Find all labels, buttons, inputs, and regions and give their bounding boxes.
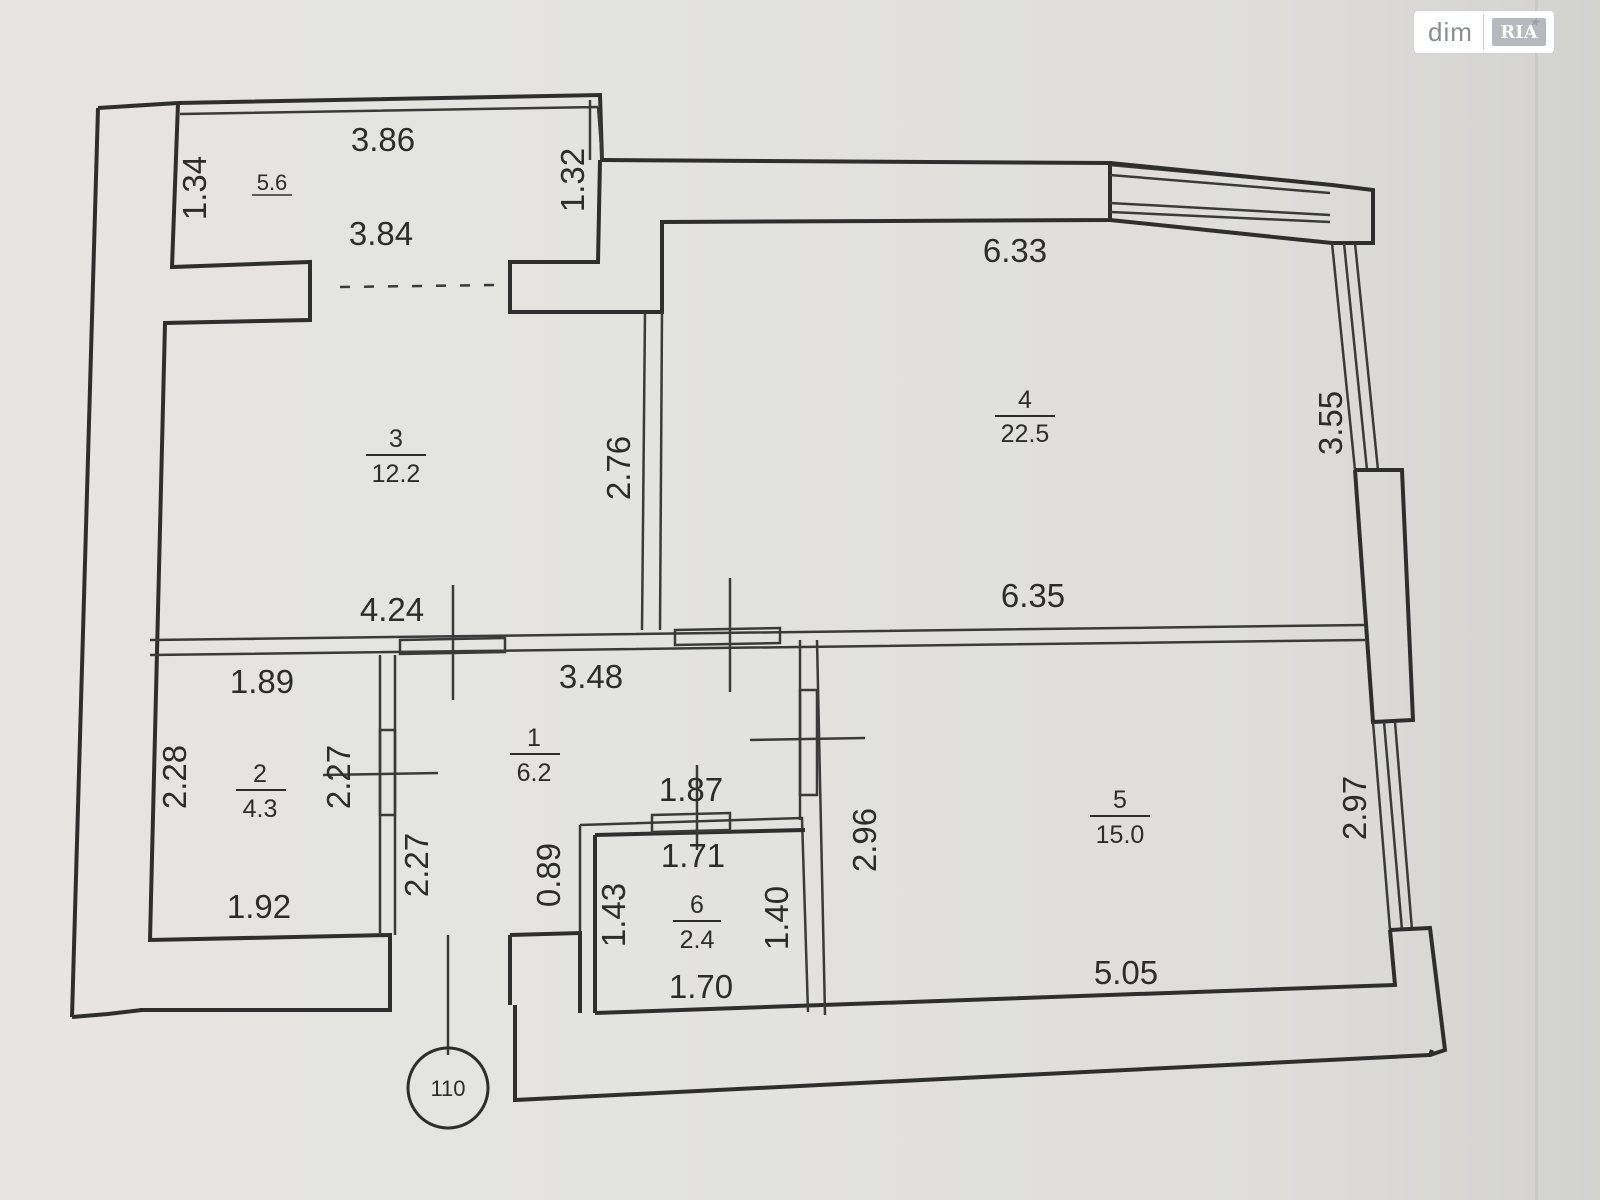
ria-logo-text: RIA [1500, 21, 1538, 43]
room-2-id: 2 [253, 760, 267, 788]
dim-balcony-top: 3.86 [351, 121, 415, 158]
room-3-id: 3 [389, 425, 403, 453]
room-4-id: 4 [1018, 386, 1032, 414]
room-labels: 3 12.2 4 22.5 1 6.2 2 4.3 5 15.0 6 2.4 5… [236, 170, 1150, 954]
dim-room2-bottom: 1.92 [227, 888, 291, 925]
dim-hall-inner: 1.87 [659, 771, 723, 808]
room-1-id: 1 [527, 724, 541, 752]
dim-room6-top: 1.71 [661, 837, 725, 874]
dim-room5-right: 2.97 [1336, 776, 1373, 840]
dimension-labels: 3.86 3.84 1.34 1.32 4.24 2.76 6.33 6.35 … [156, 121, 1373, 1005]
dim-room4-top: 6.33 [983, 232, 1047, 269]
dim-hall-entry: 0.89 [530, 843, 567, 907]
dim-room4-right: 3.55 [1312, 391, 1349, 455]
ria-logo-icon: RIA ★ [1491, 15, 1546, 46]
dim-hall-top: 3.48 [559, 658, 623, 695]
room-5-area: 15.0 [1096, 821, 1145, 849]
dim-balcony-right: 1.32 [554, 148, 591, 212]
watermark-divider [1482, 14, 1484, 50]
page-edge [1535, 0, 1538, 1200]
dim-room2-top: 1.89 [230, 663, 294, 700]
apartment-number: 110 [430, 1076, 465, 1101]
dim-room2-left: 2.28 [156, 745, 193, 809]
room-6-area: 2.4 [680, 926, 715, 954]
dim-hall-left: 2.27 [398, 833, 435, 897]
room-3-area: 12.2 [372, 460, 421, 488]
room-2-area: 4.3 [243, 795, 278, 823]
dim-room6-right: 1.40 [758, 886, 795, 950]
dim-room3-bottom: 4.24 [360, 591, 424, 628]
room-4-area: 22.5 [1001, 420, 1050, 448]
room-6-id: 6 [690, 891, 704, 919]
dim-room6-left: 1.43 [595, 883, 632, 947]
dim-room5-bottom: 5.05 [1094, 954, 1158, 991]
walls [70, 92, 1448, 1103]
dim-balcony-left: 1.34 [176, 156, 213, 220]
apartment-number-circle [406, 1046, 490, 1130]
room-5-id: 5 [1113, 786, 1127, 814]
dim-room4-bottom: 6.35 [1001, 577, 1065, 614]
watermark-text: dim [1428, 16, 1473, 47]
star-icon: ★ [1529, 15, 1540, 29]
dim-balcony-bottom: 3.84 [349, 215, 413, 252]
dim-room3-right: 2.76 [600, 436, 637, 500]
watermark-badge: dim RIA ★ [1414, 11, 1554, 53]
dim-room6-bottom: 1.70 [669, 968, 733, 1005]
dim-room5-left: 2.96 [846, 808, 883, 872]
dim-room2-right: 2.27 [320, 745, 357, 809]
balcony-area: 5.6 [257, 170, 288, 195]
room-1-area: 6.2 [517, 759, 552, 787]
